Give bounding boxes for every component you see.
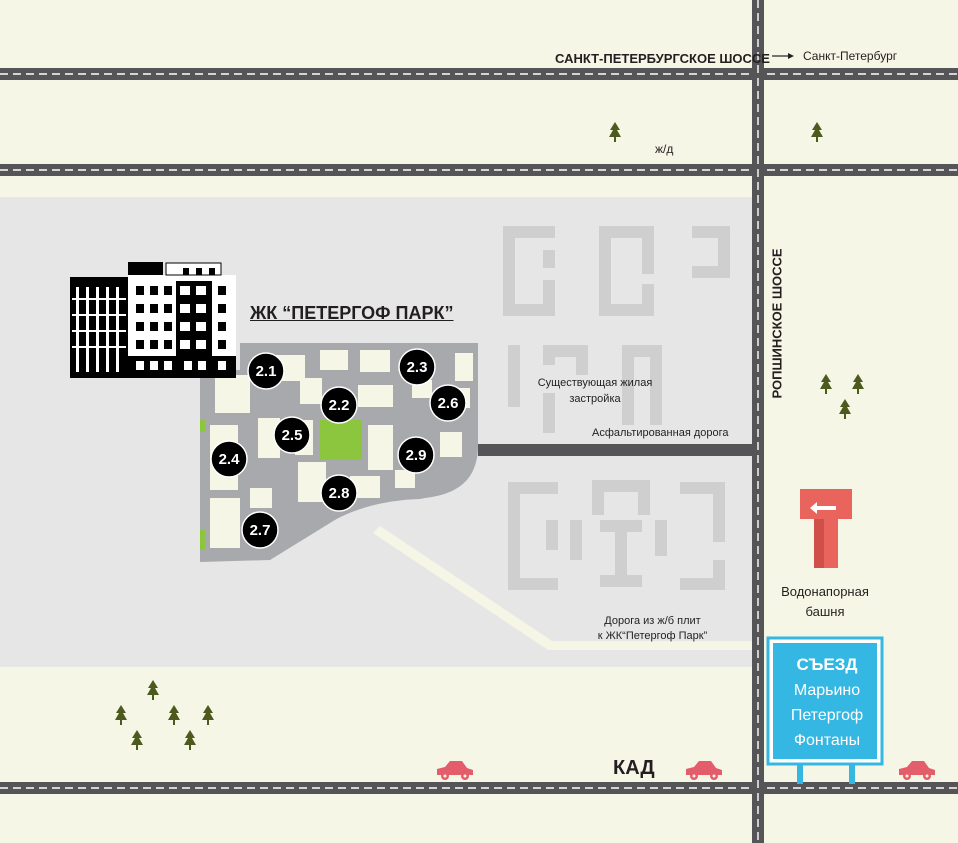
tree-icon: [852, 374, 864, 394]
building-marker: 2.2: [320, 386, 358, 424]
exit-sign-title: СЪЕЗД: [796, 655, 858, 674]
green-area: [320, 420, 362, 460]
ropsha-highway-label: РОПШИНСКОЕ ШОССЕ: [769, 248, 785, 399]
building-number: 2.4: [219, 451, 241, 468]
railway-label: ж/д: [655, 142, 674, 156]
car-icon: [686, 761, 722, 780]
building-number: 2.8: [329, 485, 350, 502]
building-markers: 2.1 2.2 2.3 2.4 2.5 2.6 2.7 2.8 2.9: [210, 348, 467, 549]
kad-highway: [0, 782, 958, 794]
tree-icon: [609, 122, 621, 142]
building-number: 2.1: [256, 363, 277, 380]
car-icon: [899, 761, 935, 780]
tree-icon: [202, 705, 214, 725]
spb-highway-label: САНКТ-ПЕТЕРБУРГСКОЕ ШОССЕ: [555, 51, 770, 66]
direction-label: Санкт-Петербург: [803, 49, 898, 63]
building-number: 2.5: [282, 427, 303, 444]
exit-sign-line: Петергоф: [790, 707, 864, 724]
exit-sign-line: Марьино: [793, 682, 861, 699]
building-number: 2.2: [329, 397, 350, 414]
cars-group: [437, 761, 935, 780]
complex-building-icon: [70, 262, 236, 378]
direction-arrow-icon: [772, 53, 794, 59]
building-marker: 2.3: [398, 348, 436, 386]
exit-sign-line: Фонтаны: [793, 732, 861, 749]
complex-name: ЖК “ПЕТЕРГОФ ПАРК”: [250, 303, 454, 323]
railway: [0, 164, 958, 176]
tree-icon: [839, 399, 851, 419]
tree-icon: [115, 705, 127, 725]
building-number: 2.9: [406, 447, 427, 464]
water-tower-label: Водонапорная башня: [781, 584, 869, 619]
building-marker: 2.9: [397, 436, 435, 474]
building-marker: 2.6: [429, 384, 467, 422]
exit-sign: [766, 636, 884, 784]
building-number: 2.3: [407, 359, 428, 376]
trees-group: [115, 122, 864, 750]
existing-housing-label: Существующая жилая застройка: [537, 377, 653, 405]
building-marker: 2.4: [210, 440, 248, 478]
tree-icon: [168, 705, 180, 725]
building-number: 2.7: [250, 522, 271, 539]
kad-label: КАД: [613, 757, 655, 779]
building-number: 2.6: [438, 395, 459, 412]
tree-icon: [147, 680, 159, 700]
tree-icon: [131, 730, 143, 750]
building-marker: 2.8: [320, 474, 358, 512]
tree-icon: [811, 122, 823, 142]
building-marker: 2.1: [247, 352, 285, 390]
water-tower-icon: [800, 489, 852, 568]
car-icon: [437, 761, 473, 780]
asphalt-road-label: Асфальтированная дорога: [592, 427, 729, 439]
tree-icon: [820, 374, 832, 394]
existing-housing-blocks: [503, 226, 730, 590]
slab-road-label: Дорога из ж/б плит к ЖК“Петергоф Парк”: [597, 615, 708, 642]
spb-highway: [0, 68, 958, 80]
asphalt-road: [478, 444, 752, 456]
building-marker: 2.7: [241, 511, 279, 549]
building-marker: 2.5: [273, 416, 311, 454]
tree-icon: [184, 730, 196, 750]
